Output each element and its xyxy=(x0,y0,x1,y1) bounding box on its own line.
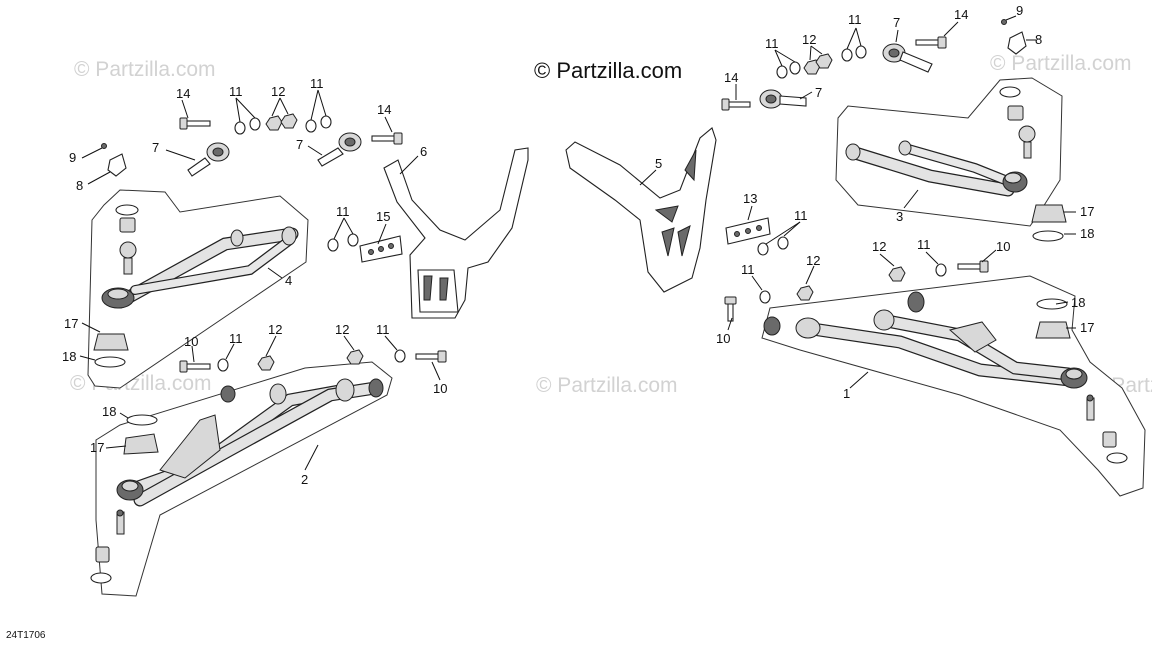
callout-6: 6 xyxy=(420,144,427,159)
callout-11: 11 xyxy=(794,208,808,223)
callout-11: 11 xyxy=(917,237,931,252)
callout-8: 8 xyxy=(1035,32,1042,47)
callout-18: 18 xyxy=(1080,226,1094,241)
callout-8: 8 xyxy=(76,178,83,193)
part-4-upper-a-arm xyxy=(101,204,299,309)
callout-10: 10 xyxy=(996,239,1010,254)
callout-12: 12 xyxy=(802,32,816,47)
callout-11: 11 xyxy=(765,36,779,51)
part-14-bolt-right-b xyxy=(915,36,947,49)
callout-10: 10 xyxy=(433,381,447,396)
part-7-rod-end-right-b xyxy=(882,43,933,73)
figure-code: 24T1706 xyxy=(6,630,46,641)
callout-7: 7 xyxy=(893,15,900,30)
part-10-bolt-right-b xyxy=(957,260,989,273)
callout-14: 14 xyxy=(176,86,190,101)
callout-18: 18 xyxy=(102,404,116,419)
callout-11: 11 xyxy=(741,262,755,277)
callout-labels: 14 11 12 11 7 9 8 7 14 6 4 11 15 17 18 1… xyxy=(62,3,1094,487)
panel-part-2 xyxy=(95,361,393,597)
callout-9: 9 xyxy=(69,150,76,165)
callout-15: 15 xyxy=(376,209,390,224)
part-15-shim xyxy=(359,235,403,263)
watermark-main: © Partzilla.com xyxy=(534,58,682,83)
callout-7: 7 xyxy=(815,85,822,100)
callout-17: 17 xyxy=(90,440,104,455)
callout-5: 5 xyxy=(655,156,662,171)
callout-1: 1 xyxy=(843,386,850,401)
part-12-nuts xyxy=(257,53,906,371)
part-14-bolt-left-b xyxy=(371,132,403,145)
callout-10: 10 xyxy=(184,334,198,349)
leader-lines xyxy=(79,15,1076,471)
callout-14: 14 xyxy=(724,70,738,85)
callout-12: 12 xyxy=(806,253,820,268)
watermark-top-right: © Partzilla.com xyxy=(990,52,1132,75)
part-7-rod-end-right-a xyxy=(759,89,807,109)
part-17-boots xyxy=(93,204,1071,455)
part-10-bolt-left-b xyxy=(415,350,447,363)
part-7-rod-end-left-a xyxy=(187,142,230,177)
callout-12: 12 xyxy=(271,84,285,99)
callout-10: 10 xyxy=(716,331,730,346)
callout-11: 11 xyxy=(376,322,390,337)
callout-11: 11 xyxy=(229,84,243,99)
callout-13: 13 xyxy=(743,191,757,206)
part-6-bracket xyxy=(383,147,529,319)
part-5-bracket xyxy=(565,127,717,293)
callout-12: 12 xyxy=(872,239,886,254)
watermark-center: © Partzilla.com xyxy=(536,374,678,397)
part-8-clip-left xyxy=(101,143,127,177)
callout-4: 4 xyxy=(285,273,292,288)
part-10-bolt-left-a xyxy=(179,360,211,373)
callout-11: 11 xyxy=(229,331,243,346)
watermark-top-left: © Partzilla.com xyxy=(74,58,216,81)
part-18-rings xyxy=(94,230,1068,426)
callout-17: 17 xyxy=(64,316,78,331)
callout-3: 3 xyxy=(896,209,903,224)
callout-17: 17 xyxy=(1080,320,1094,335)
callout-12: 12 xyxy=(335,322,349,337)
part-14-bolt-right-a xyxy=(721,98,751,111)
callout-7: 7 xyxy=(296,137,303,152)
callout-14: 14 xyxy=(377,102,391,117)
callout-14: 14 xyxy=(954,7,968,22)
callout-11: 11 xyxy=(336,204,350,219)
part-1-lower-a-arm xyxy=(763,291,1128,464)
part-14-bolt-left-a xyxy=(179,117,211,130)
part-3-upper-a-arm xyxy=(845,86,1036,197)
panel-part-1 xyxy=(761,275,1146,497)
part-7-rod-end-left-b xyxy=(317,132,362,167)
callout-2: 2 xyxy=(301,472,308,487)
part-13-shim xyxy=(725,217,771,245)
callout-17: 17 xyxy=(1080,204,1094,219)
part-8-clip-right xyxy=(1001,19,1027,55)
callout-7: 7 xyxy=(152,140,159,155)
callout-11: 11 xyxy=(848,12,862,27)
part-11-washers xyxy=(217,45,947,372)
part-10-bolt-right-a xyxy=(724,296,737,322)
part-2-lower-a-arm xyxy=(90,378,384,584)
callout-11: 11 xyxy=(310,76,324,91)
callout-9: 9 xyxy=(1016,3,1023,18)
callout-18: 18 xyxy=(62,349,76,364)
callout-18: 18 xyxy=(1071,295,1085,310)
callout-12: 12 xyxy=(268,322,282,337)
